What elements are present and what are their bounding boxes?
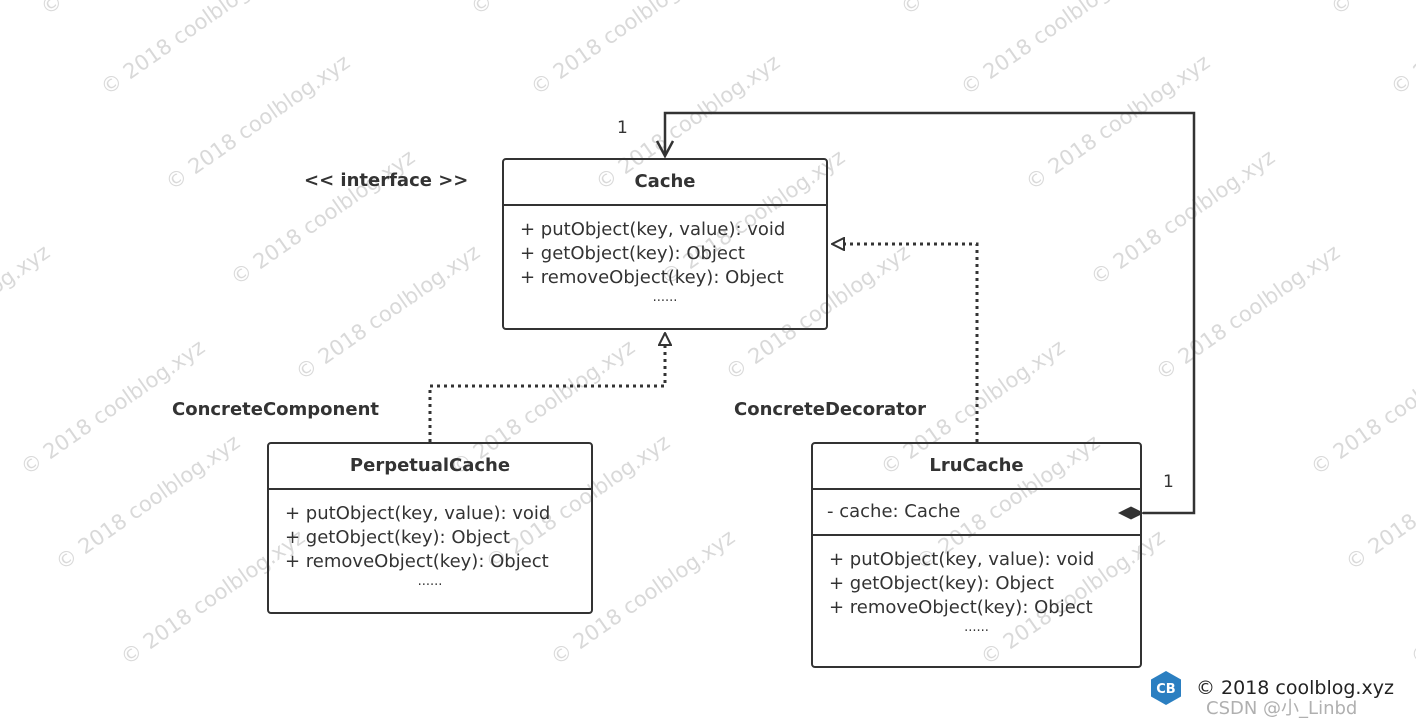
realization-perpetualcache-to-cache [428,333,665,442]
lrucache-attributes: - cache: Cache [813,490,1140,536]
cache-method: + getObject(key): Object [520,243,745,264]
cb-logo-hexagon [1151,671,1181,705]
composition-lrucache-to-cache [665,111,1196,513]
lrucache-methods: + putObject(key, value): void + getObjec… [813,536,1140,642]
lrucache-method: + removeObject(key): Object [829,597,1093,618]
multiplicity-source: 1 [1163,472,1174,492]
concrete-component-label: ConcreteComponent [172,399,379,420]
lrucache-attribute: - cache: Cache [827,501,961,522]
multiplicity-target: 1 [617,118,628,138]
perpetualcache-class-name: PerpetualCache [269,444,591,490]
lrucache-class-name: LruCache [813,444,1140,490]
lrucache-class-box: LruCache - cache: Cache + putObject(key,… [811,442,1142,668]
perpetualcache-method: + getObject(key): Object [285,527,510,548]
cache-methods: + putObject(key, value): void + getObjec… [504,206,826,312]
footer-logo: CB © 2018 coolblog.xyz [1148,670,1394,706]
csdn-watermark: CSDN @小_Linbd [1206,698,1358,719]
lrucache-method: + putObject(key, value): void [829,549,1095,570]
cache-method: + removeObject(key): Object [520,267,784,288]
perpetualcache-more-methods: ...... [417,574,443,589]
interface-stereotype: << interface >> [304,170,469,191]
perpetualcache-method: + putObject(key, value): void [285,503,551,524]
cache-more-methods: ...... [652,290,678,305]
perpetualcache-methods: + putObject(key, value): void + getObjec… [269,490,591,596]
cb-logo-icon: CB [1151,671,1181,705]
concrete-decorator-label: ConcreteDecorator [734,399,927,420]
footer-copyright: © 2018 coolblog.xyz [1196,677,1394,699]
perpetualcache-class-box: PerpetualCache + putObject(key, value): … [267,442,593,614]
cb-logo-letters: CB [1156,682,1175,697]
perpetualcache-method: + removeObject(key): Object [285,551,549,572]
cache-class-name: Cache [504,160,826,206]
cache-method: + putObject(key, value): void [520,219,786,240]
cache-interface-box: Cache + putObject(key, value): void + ge… [502,158,828,330]
lrucache-more-methods: ...... [964,620,989,635]
lrucache-method: + getObject(key): Object [829,573,1054,594]
